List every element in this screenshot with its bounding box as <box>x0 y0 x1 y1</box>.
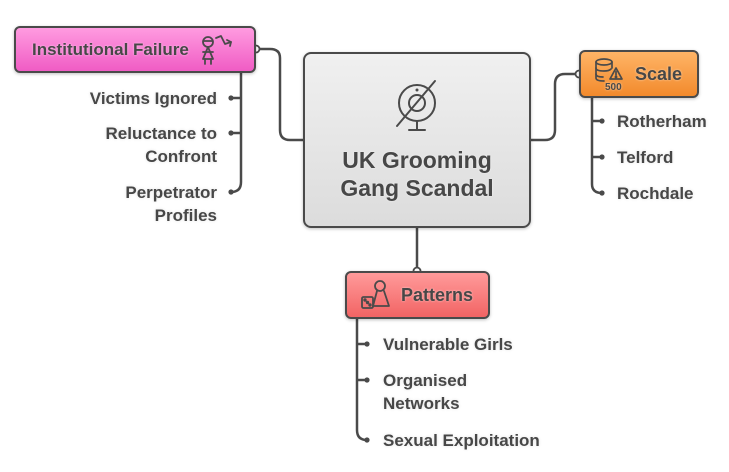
icon-500-text: 500 <box>605 82 622 92</box>
bullet <box>228 95 234 101</box>
bullet <box>364 377 370 383</box>
central-title-line-2: Gang Scandal <box>340 175 494 201</box>
bullet <box>599 118 605 124</box>
connector-scale-spine <box>590 98 603 195</box>
leaf-vulnerable-girls[interactable]: Vulnerable Girls <box>383 335 513 354</box>
leaf-perpetrator-profiles[interactable]: Perpetrator Profiles <box>125 183 217 225</box>
bullet <box>599 154 605 160</box>
leaf-organised-networks[interactable]: Organised Networks <box>383 371 468 413</box>
pawn-dice-icon <box>361 280 390 309</box>
bullet <box>364 341 370 347</box>
webcam-off-icon <box>396 80 436 131</box>
branch-label: Patterns <box>401 284 474 305</box>
leaf-sexual-exploitation[interactable]: Sexual Exploitation <box>383 431 540 450</box>
leaf-telford[interactable]: Telford <box>617 148 674 167</box>
bullet <box>364 437 370 443</box>
leaf-rochdale[interactable]: Rochdale <box>617 184 694 203</box>
central-topic-node[interactable]: UK Grooming Gang Scandal <box>303 52 531 228</box>
branch-label: Institutional Failure <box>32 39 189 59</box>
leaf-rotherham[interactable]: Rotherham <box>617 112 707 131</box>
bullet <box>599 190 605 196</box>
leaf-victims-ignored[interactable]: Victims Ignored <box>89 89 217 108</box>
branch-patterns[interactable]: Patterns <box>345 271 490 319</box>
connector-center-scale <box>531 72 579 142</box>
person-decline-icon <box>201 34 232 65</box>
branch-label: Scale <box>635 63 683 84</box>
database-warning-500-icon: 500 <box>595 58 623 92</box>
branch-institutional-failure[interactable]: Institutional Failure <box>14 26 256 73</box>
branch-scale[interactable]: 500 Scale <box>579 50 699 98</box>
leaf-reluctance-to-confront[interactable]: Reluctance to Confront <box>105 124 217 166</box>
bullet <box>228 130 234 136</box>
connector-center-institutional <box>256 47 303 142</box>
central-title-line-1: UK Grooming <box>342 147 492 173</box>
bullet <box>228 189 234 195</box>
